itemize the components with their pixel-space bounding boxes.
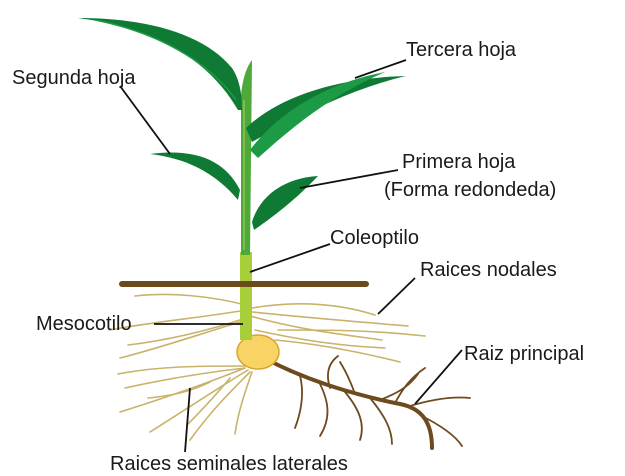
main-root-branch [320,384,328,436]
leader-raiz-principal [415,350,462,404]
nodal-root [252,312,408,326]
leader-raices-seminales-laterales [185,388,190,452]
nodal-root [250,316,382,340]
label-tercera-hoja: Tercera hoja [406,39,517,61]
top-leaf [78,18,242,110]
seminal-lateral-root [188,378,230,424]
label-primera-hoja-line1: Primera hoja [402,151,516,173]
leader-tercera-hoja [355,60,406,78]
nodal-root [120,322,240,358]
leader-coleoptilo [250,244,330,272]
main-root-system [268,356,470,448]
main-root-branch [370,398,392,444]
label-segunda-hoja: Segunda hoja [12,67,136,89]
label-raices-nodales: Raices nodales [420,259,557,281]
stem [241,60,252,255]
main-root-branch [295,376,302,428]
primera-hoja [252,176,318,230]
mesocotyl [240,252,252,340]
nodal-root [128,318,246,345]
nodal-root [275,340,400,362]
seminal-lateral-root [120,368,245,412]
label-primera-hoja-line2: (Forma redondeda) [384,179,556,201]
nodal-root [135,294,246,305]
main-root-branch [345,392,362,440]
leader-segunda-hoja [120,86,170,154]
label-raiz-principal: Raiz principal [464,343,584,365]
label-coleoptilo: Coleoptilo [330,227,419,249]
seminal-lateral-root [235,372,252,434]
main-root-branch [328,356,338,388]
main-root [268,360,432,448]
label-mesocotilo: Mesocotilo [36,313,132,335]
label-raices-seminales-laterales: Raices seminales laterales [110,453,348,475]
leader-raices-nodales [378,278,415,314]
seminal-lateral-root [125,368,245,388]
segunda-hoja [150,153,240,201]
seed [237,335,279,369]
